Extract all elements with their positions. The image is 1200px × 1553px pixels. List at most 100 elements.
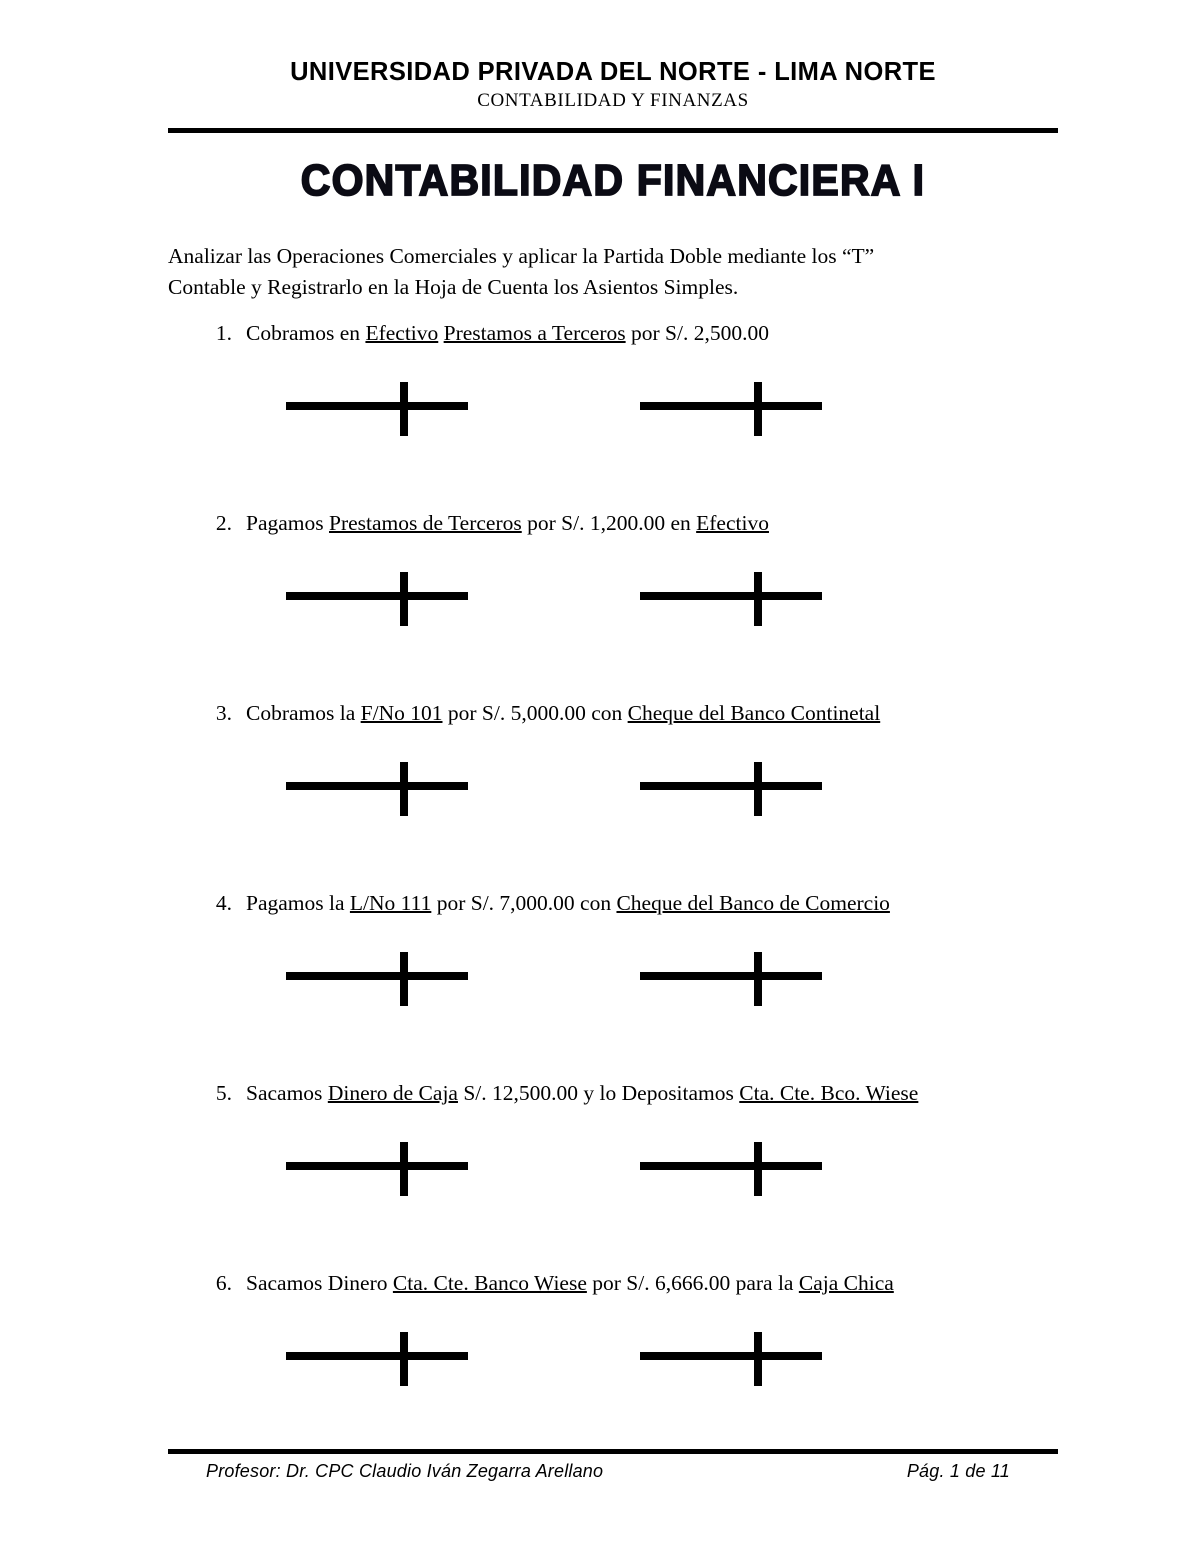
list-item: 2. Pagamos Prestamos de Terceros por S/. … [168, 510, 1058, 700]
plain-text: por S/. 6,666.00 para la [586, 1271, 799, 1295]
t-account-row [168, 1126, 1058, 1236]
t-account-horizontal-rule [640, 1352, 822, 1360]
t-account-row [168, 1316, 1058, 1426]
t-account-horizontal-rule [286, 1352, 468, 1360]
list-item-text: Cobramos en Efectivo Prestamos a Tercero… [246, 320, 769, 347]
list-item-number: 1. [215, 321, 232, 345]
account-term: Efectivo [365, 321, 439, 345]
account-term: Cta. Cte. Banco Wiese [392, 1271, 587, 1295]
exercise-line: 6. Sacamos Dinero Cta. Cte. Banco Wiese p… [168, 1270, 1058, 1306]
t-account-row [168, 556, 1058, 666]
credit-t-account[interactable] [640, 746, 822, 836]
debit-t-account[interactable] [286, 746, 468, 836]
list-item: 1. Cobramos en Efectivo Prestamos a Terce… [168, 320, 1058, 510]
department-name: CONTABILIDAD Y FINANZAS [477, 89, 749, 111]
t-account-horizontal-rule [286, 1162, 468, 1170]
list-item-text: Pagamos Prestamos de Terceros por S/. 1,… [246, 510, 769, 537]
t-account-horizontal-rule [640, 782, 822, 790]
t-account-horizontal-rule [640, 402, 822, 410]
exercise-line: 2. Pagamos Prestamos de Terceros por S/. … [168, 510, 1058, 546]
t-account-vertical-rule [400, 952, 408, 1006]
list-item-number: 3. [215, 701, 232, 725]
university-name: UNIVERSIDAD PRIVADA DEL NORTE - LIMA NOR… [290, 58, 936, 86]
list-item-text: Sacamos Dinero de Caja S/. 12,500.00 y l… [246, 1080, 918, 1107]
plain-text: Cobramos la [246, 701, 361, 725]
t-account-horizontal-rule [286, 402, 468, 410]
list-item-text: Pagamos la L/No 111 por S/. 7,000.00 con… [246, 890, 890, 917]
debit-t-account[interactable] [286, 366, 468, 456]
t-account-horizontal-rule [640, 1162, 822, 1170]
account-term: Efectivo [696, 511, 769, 535]
list-item-number: 4. [215, 891, 232, 915]
t-account-vertical-rule [400, 762, 408, 816]
page-number: Pág. 1 de 11 [906, 1461, 1010, 1481]
exercise-line: 4. Pagamos la L/No 111 por S/. 7,000.00 c… [168, 890, 1058, 926]
plain-text: Sacamos Dinero [246, 1271, 393, 1295]
list-item: 6. Sacamos Dinero Cta. Cte. Banco Wiese p… [168, 1270, 1058, 1460]
t-account-vertical-rule [400, 1142, 408, 1196]
t-account-row [168, 746, 1058, 856]
credit-t-account[interactable] [640, 366, 822, 456]
page-title: CONTABILIDAD FINANCIERA I [300, 155, 926, 205]
t-account-vertical-rule [400, 572, 408, 626]
list-item: 5. Sacamos Dinero de Caja S/. 12,500.00 y… [168, 1080, 1058, 1270]
credit-t-account[interactable] [640, 1316, 822, 1406]
list-item-number: 5. [215, 1081, 232, 1105]
t-account-vertical-rule [754, 762, 762, 816]
account-term: Cheque del Banco Continetal [627, 701, 881, 725]
t-account-row [168, 936, 1058, 1046]
list-item-text: Cobramos la F/No 101 por S/. 5,000.00 co… [246, 700, 880, 727]
plain-text: por S/. 2,500.00 [625, 321, 769, 345]
t-account-vertical-rule [400, 1332, 408, 1386]
plain-text: por S/. 1,200.00 en [521, 511, 697, 535]
t-account-vertical-rule [754, 572, 762, 626]
credit-t-account[interactable] [640, 1126, 822, 1216]
debit-t-account[interactable] [286, 556, 468, 646]
list-item-text: Sacamos Dinero Cta. Cte. Banco Wiese por… [246, 1270, 894, 1297]
debit-t-account[interactable] [286, 1126, 468, 1216]
credit-t-account[interactable] [640, 556, 822, 646]
t-account-row [168, 366, 1058, 476]
plain-text: por S/. 5,000.00 con [442, 701, 628, 725]
list-item-number: 6. [215, 1271, 232, 1295]
plain-text: por S/. 7,000.00 con [431, 891, 617, 915]
account-term: L/No 111 [349, 891, 432, 915]
exercise-list: 1. Cobramos en Efectivo Prestamos a Terce… [168, 320, 1058, 1460]
list-item: 4. Pagamos la L/No 111 por S/. 7,000.00 c… [168, 890, 1058, 1080]
plain-text: Pagamos [246, 511, 330, 535]
plain-text: Sacamos [246, 1081, 328, 1105]
account-term: F/No 101 [360, 701, 443, 725]
exercise-line: 5. Sacamos Dinero de Caja S/. 12,500.00 y… [168, 1080, 1058, 1116]
account-term: Cheque del Banco de Comercio [616, 891, 890, 915]
t-account-horizontal-rule [640, 972, 822, 980]
t-account-horizontal-rule [286, 592, 468, 600]
plain-text: Pagamos la [246, 891, 350, 915]
t-account-vertical-rule [754, 952, 762, 1006]
account-term: Cta. Cte. Bco. Wiese [739, 1081, 919, 1105]
t-account-vertical-rule [754, 382, 762, 436]
plain-text: S/. 12,500.00 y lo Depositamos [457, 1081, 740, 1105]
header-divider [168, 128, 1058, 133]
t-account-horizontal-rule [286, 782, 468, 790]
credit-t-account[interactable] [640, 936, 822, 1026]
account-term: Caja Chica [798, 1271, 894, 1295]
account-term: Prestamos de Terceros [329, 511, 522, 535]
t-account-horizontal-rule [286, 972, 468, 980]
document-header: UNIVERSIDAD PRIVADA DEL NORTE - LIMA NOR… [168, 58, 1058, 113]
debit-t-account[interactable] [286, 1316, 468, 1406]
t-account-vertical-rule [754, 1332, 762, 1386]
t-account-vertical-rule [400, 382, 408, 436]
t-account-vertical-rule [754, 1142, 762, 1196]
exercise-line: 1. Cobramos en Efectivo Prestamos a Terce… [168, 320, 1058, 356]
plain-text: Cobramos en [246, 321, 366, 345]
list-item: 3. Cobramos la F/No 101 por S/. 5,000.00 … [168, 700, 1058, 890]
footer-divider [168, 1449, 1058, 1454]
debit-t-account[interactable] [286, 936, 468, 1026]
t-account-horizontal-rule [640, 592, 822, 600]
professor-name: Profesor: Dr. CPC Claudio Iván Zegarra A… [206, 1461, 604, 1481]
list-item-number: 2. [215, 511, 232, 535]
exercise-line: 3. Cobramos la F/No 101 por S/. 5,000.00 … [168, 700, 1058, 736]
document-footer: Profesor: Dr. CPC Claudio Iván Zegarra A… [168, 1461, 1058, 1495]
account-term: Prestamos a Terceros [443, 321, 626, 345]
